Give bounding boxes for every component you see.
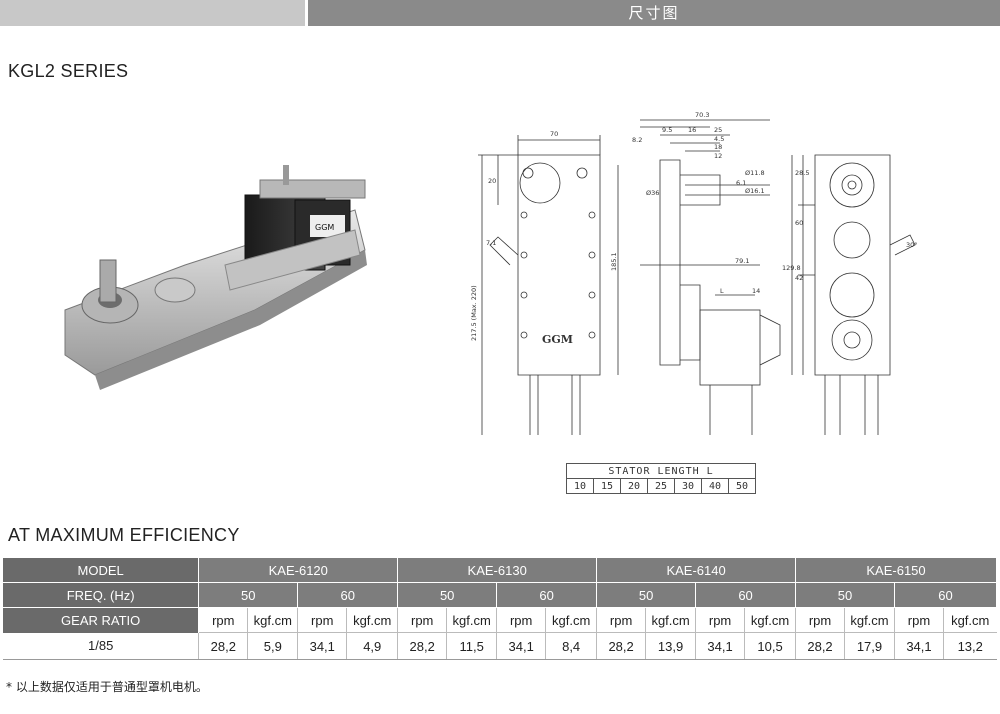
table-cell: 5,9 [247,632,299,660]
table-cell: 13,9 [645,632,697,660]
motor-photo: GGM [64,165,367,390]
dim-9-5: 9.5 [662,126,672,134]
freq-row: FREQ. (Hz) 50 60 50 60 50 60 50 60 [3,582,998,608]
gear-ratio-label: GEAR RATIO [3,607,200,633]
model-name: KAE-6150 [795,558,997,583]
freq-value: 60 [695,582,797,608]
dim-20: 20 [488,177,496,185]
unit-torque: kgf.cm [446,607,498,633]
table-cell: 17,9 [844,632,895,660]
table-row: 1/85 28,2 5,9 34,1 4,9 28,2 11,5 34,1 8,… [3,632,997,660]
dim-30deg: 30° [906,241,918,249]
dim-70-3: 70.3 [695,111,709,119]
dim-6-1: 6.1 [736,179,746,187]
freq-value: 60 [297,582,399,608]
dim-8-2: 8.2 [632,136,642,144]
dim-28-5: 28.5 [795,169,809,177]
dim-217-5: 217.5 (Max. 220) [470,285,478,341]
model-name: KAE-6140 [596,558,797,583]
table-cell: 34,1 [695,632,746,660]
model-row: MODEL KAE-6120 KAE-6130 KAE-6140 KAE-615… [3,558,997,583]
unit-torque: kgf.cm [844,607,895,633]
table-cell: 34,1 [894,632,944,660]
table-cell: 28,2 [397,632,448,660]
dim-185-1: 185.1 [610,252,618,271]
banner-left-block [0,0,305,26]
unit-rpm: rpm [695,607,746,633]
dim-14: 14 [752,287,760,295]
dimension-drawing: 70 70.3 9.5 16 25 8.2 4.5 18 12 Ø11.8 Ø1… [470,111,918,435]
dim-d11-8: Ø11.8 [745,169,765,177]
freq-value: 50 [397,582,498,608]
model-label: MODEL [3,558,200,583]
dim-79-1: 79.1 [735,257,749,265]
table-cell: 34,1 [297,632,348,660]
footnote: * 以上数据仅适用于普通型罩机电机。 [6,680,208,694]
freq-label: FREQ. (Hz) [3,582,200,608]
unit-rpm: rpm [894,607,944,633]
unit-torque: kgf.cm [645,607,697,633]
unit-torque: kgf.cm [346,607,399,633]
dim-70: 70 [550,130,558,138]
gear-ratio-value: 1/85 [3,632,200,660]
dim-d36: Ø36 [646,189,659,197]
dim-129-8: 129.8 [782,264,801,272]
table-cell: 28,2 [198,632,249,660]
unit-torque: kgf.cm [943,607,997,633]
efficiency-title: AT MAXIMUM EFFICIENCY [8,525,240,545]
table-cell: 13,2 [943,632,997,660]
dim-d16-1: Ø16.1 [745,187,765,195]
stator-value: 30 [674,478,702,494]
table-cell: 10,5 [744,632,797,660]
dim-18: 18 [714,143,722,151]
table-cell: 28,2 [795,632,845,660]
stator-value: 20 [620,478,648,494]
table-cell: 34,1 [496,632,547,660]
dim-25: 25 [714,126,722,134]
model-name: KAE-6120 [198,558,399,583]
dim-60: 60 [795,219,803,227]
unit-torque: kgf.cm [247,607,299,633]
table-cell: 28,2 [596,632,647,660]
freq-value: 60 [894,582,998,608]
dim-7-1: 7.1 [486,239,496,247]
table-cell: 8,4 [545,632,598,660]
drawing-brand-label: GGM [542,333,573,346]
top-banner: 尺寸图 [0,0,1000,26]
unit-rpm: rpm [795,607,845,633]
freq-value: 50 [596,582,697,608]
dim-16: 16 [688,126,696,134]
unit-rpm: rpm [397,607,448,633]
freq-value: 50 [198,582,299,608]
unit-rpm: rpm [198,607,249,633]
stator-value: 10 [566,478,594,494]
table-cell: 4,9 [346,632,399,660]
freq-value: 60 [496,582,598,608]
dim-42: 42 [795,274,803,282]
stator-header: STATOR LENGTH L [566,463,756,479]
unit-torque: kgf.cm [744,607,797,633]
stator-value: 25 [647,478,675,494]
unit-rpm: rpm [297,607,348,633]
dim-12: 12 [714,152,722,160]
freq-value: 50 [795,582,895,608]
banner-title: 尺寸图 [308,0,1000,26]
stator-value: 50 [728,478,756,494]
stator-value: 15 [593,478,621,494]
spec-table: MODEL KAE-6120 KAE-6130 KAE-6140 KAE-615… [3,558,998,660]
dim-l: L [720,287,724,295]
stator-length-table: STATOR LENGTH L 10 15 20 25 30 40 50 [566,463,756,494]
dim-4-5: 4.5 [714,135,724,143]
unit-rpm: rpm [496,607,547,633]
unit-row: GEAR RATIO rpm kgf.cm rpm kgf.cm rpm kgf… [3,607,997,633]
unit-torque: kgf.cm [545,607,598,633]
series-title: KGL2 SERIES [8,61,129,81]
table-cell: 11,5 [446,632,498,660]
unit-rpm: rpm [596,607,647,633]
stator-value: 40 [701,478,729,494]
model-name: KAE-6130 [397,558,598,583]
photo-brand-label: GGM [315,223,334,232]
